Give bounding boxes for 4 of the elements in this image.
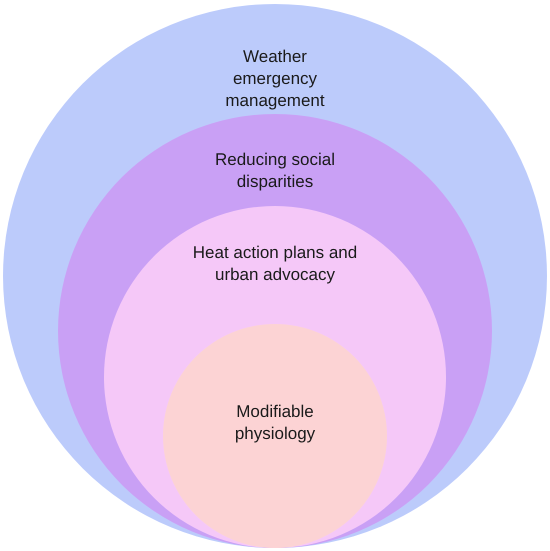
layer-label: Weather emergency management: [224, 46, 326, 112]
layer-label: Heat action plans and urban advocacy: [192, 242, 358, 286]
layer-label: Modifiable physiology: [234, 401, 316, 445]
layer-label: Reducing social disparities: [214, 149, 336, 193]
